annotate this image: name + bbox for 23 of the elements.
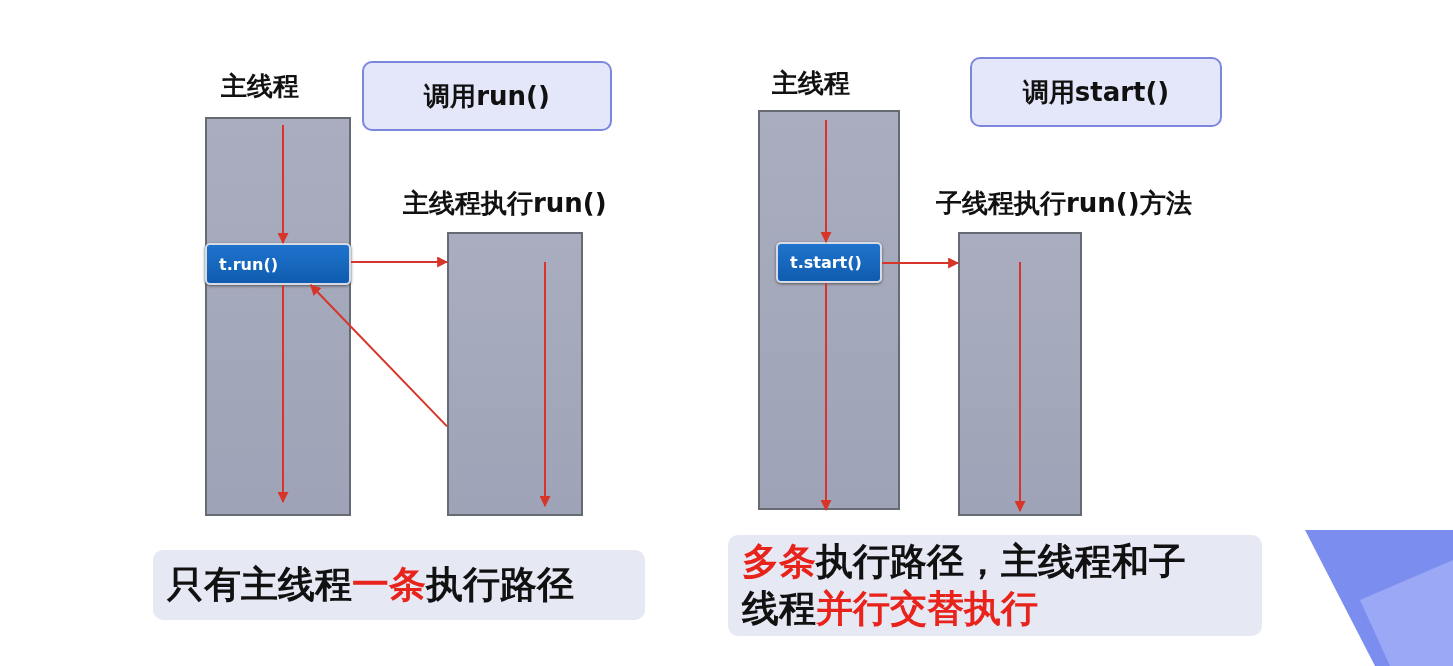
thread-heading: 主线程 bbox=[221, 70, 299, 103]
call-label: 调用run() bbox=[424, 79, 550, 113]
thread-heading: 主线程执行run() bbox=[403, 187, 607, 220]
thread-heading: 主线程 bbox=[772, 67, 850, 100]
method-call-box bbox=[362, 61, 612, 131]
summary-text: 只有主线程一条执行路径 bbox=[167, 561, 574, 608]
call-label: 调用start() bbox=[1022, 75, 1170, 109]
method-call-box bbox=[970, 57, 1222, 127]
call-text: t.run() bbox=[219, 254, 279, 274]
call-chip bbox=[205, 243, 351, 285]
call-chip bbox=[776, 242, 882, 283]
arrow bbox=[350, 256, 449, 268]
arrow bbox=[881, 257, 960, 269]
thread-heading: 子线程执行run()方法 bbox=[936, 187, 1192, 220]
arrow bbox=[820, 282, 832, 512]
arrow bbox=[277, 124, 289, 245]
summary-panel bbox=[153, 550, 645, 620]
arrow bbox=[820, 119, 832, 244]
summary-text: 多条执行路径，主线程和子线程并行交替执行 bbox=[742, 539, 1187, 632]
call-text: t.start() bbox=[790, 253, 862, 272]
arrow bbox=[309, 284, 448, 428]
arrow bbox=[277, 284, 289, 504]
summary-panel bbox=[728, 535, 1262, 636]
